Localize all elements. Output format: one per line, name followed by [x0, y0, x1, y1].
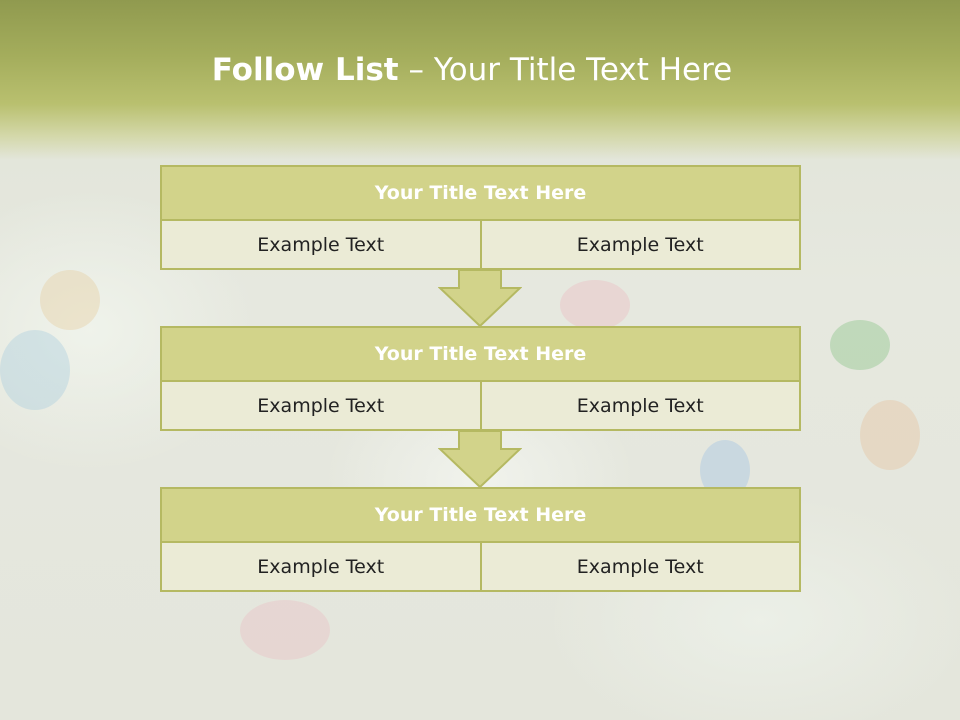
- polka-dot: [860, 400, 920, 470]
- step-title: Your Title Text Here: [160, 165, 801, 221]
- title-rest: – Your Title Text Here: [398, 52, 733, 88]
- step-2: Your Title Text Here Example Text Exampl…: [160, 326, 801, 431]
- polka-dot: [40, 270, 100, 330]
- step-3: Your Title Text Here Example Text Exampl…: [160, 487, 801, 592]
- step-row: Example Text Example Text: [160, 543, 801, 592]
- flower-print: [240, 600, 330, 660]
- step-cell-right: Example Text: [479, 543, 801, 592]
- flower-print: [560, 280, 630, 330]
- step-cell-right: Example Text: [479, 382, 801, 431]
- step-cell-right: Example Text: [479, 221, 801, 270]
- step-title: Your Title Text Here: [160, 326, 801, 382]
- step-row: Example Text Example Text: [160, 382, 801, 431]
- title-bold: Follow List: [211, 52, 399, 88]
- down-arrow-icon: [438, 270, 522, 328]
- napkin: [830, 320, 890, 370]
- header-band: Follow List – Your Title Text Here: [0, 0, 960, 160]
- step-1: Your Title Text Here Example Text Exampl…: [160, 165, 801, 270]
- step-cell-left: Example Text: [160, 543, 482, 592]
- step-cell-left: Example Text: [160, 382, 482, 431]
- down-arrow-icon: [438, 431, 522, 489]
- polka-dot: [0, 330, 70, 410]
- step-row: Example Text Example Text: [160, 221, 801, 270]
- slide-title: Follow List – Your Title Text Here: [0, 52, 944, 88]
- step-title: Your Title Text Here: [160, 487, 801, 543]
- step-cell-left: Example Text: [160, 221, 482, 270]
